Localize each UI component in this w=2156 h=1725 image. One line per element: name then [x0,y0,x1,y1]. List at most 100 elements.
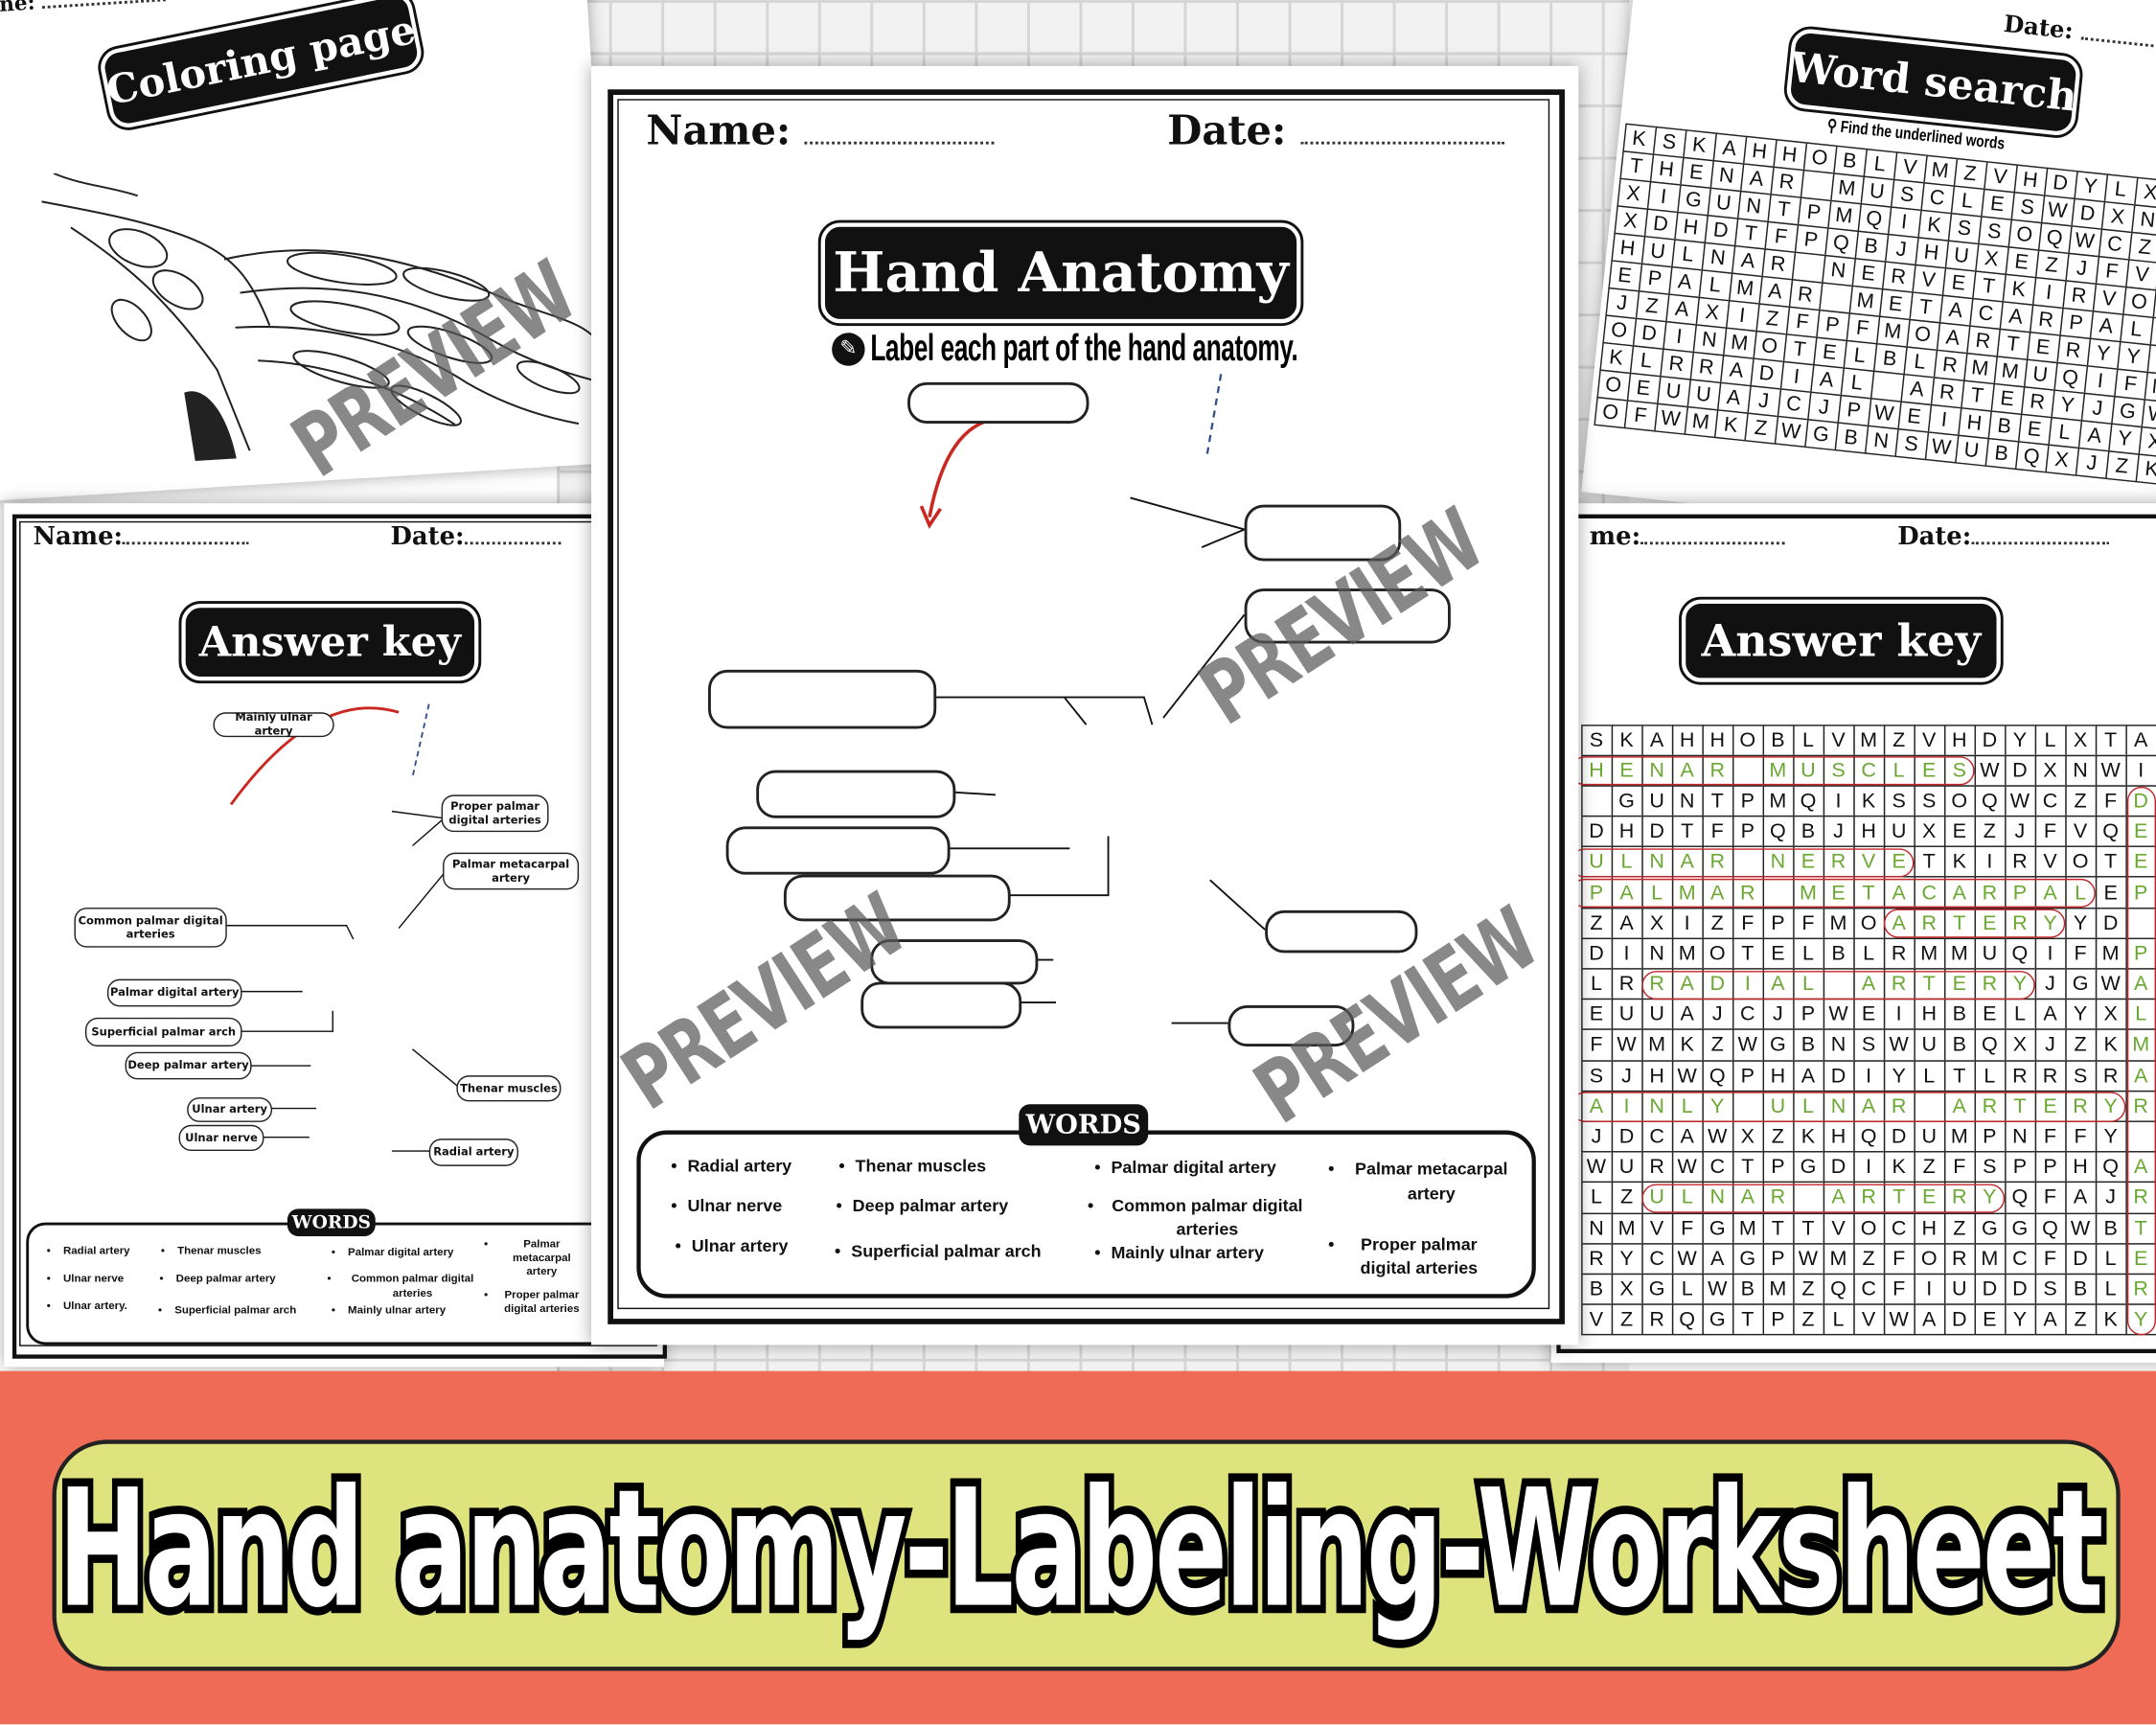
grid-cell: T [1732,1303,1764,1336]
grid-cell: R [1732,876,1764,908]
word-item: Palmar digital artery [332,1246,454,1258]
product-title: Hand anatomy-Labeling-Worksheet [53,1445,2109,1651]
sketch-shadow [184,391,237,461]
word-item: Deep palmar artery [836,1196,1008,1215]
grid-cell: R [1973,968,2006,1000]
grid-cell: A [2034,999,2067,1031]
grid-cell: Z [1883,724,1915,756]
grid-cell: M [1671,937,1704,970]
grid-cell: Q [2095,816,2127,848]
grid-cell: G [1640,1273,1673,1305]
grid-cell: D [2004,754,2036,787]
grid-cell: M [1761,785,1794,817]
key-label-palmar-digital-artery: Palmar digital artery [106,978,242,1007]
grid-cell: J [2034,968,2067,1000]
grid-cell: W [1973,754,2006,787]
grid-cell: D [1823,1151,1855,1184]
grid-cell: T [1671,816,1704,848]
grid-cell: X [2064,724,2097,756]
grid-cell: A [1701,876,1733,908]
grid-cell: U [1792,754,1824,787]
grid-cell: U [1640,1182,1673,1214]
grid-cell: D [1883,1120,1915,1153]
word-item: Ulnar artery [676,1236,789,1255]
grid-cell: I [1913,1273,1945,1305]
grid-cell: F [1701,816,1733,848]
grid-cell: H [1611,816,1643,848]
grid-cell: T [1732,937,1764,970]
magnifier-icon: ⚲ [1825,115,1839,136]
grid-cell: A [1611,907,1643,939]
grid-cell: L [1973,1059,2006,1092]
ulnar-arc-arrow [928,417,994,518]
grid-cell: Z [1743,411,1778,445]
grid-cell: T [1913,845,1945,879]
grid-cell: C [2034,785,2067,817]
grid-cell: Z [1852,1242,1885,1276]
grid-cell: A [1671,968,1704,1000]
grid-cell: W [1732,1028,1764,1062]
grid-cell: W [1883,1028,1915,1062]
grid-cell: R [1943,1182,1976,1214]
grid-cell: E [2124,845,2156,879]
grid-cell: H [1640,1059,1673,1092]
grid-cell: Y [2004,1303,2036,1336]
grid-cell: R [2034,1059,2067,1092]
grid-cell: D [1823,1059,1855,1092]
grid-cell: U [1973,937,2006,970]
grid-cell: W [1774,414,1809,448]
grid-cell: S [1580,1059,1613,1092]
grid-cell: U [1640,999,1673,1031]
grid-cell: Y [2034,907,2067,939]
grid-cell: X [2095,999,2127,1031]
grid-cell: D [2124,785,2156,817]
grid-cell [1761,876,1794,908]
grid-cell: H [1913,999,1945,1031]
grid-cell: J [2004,816,2036,848]
grid-cell: B [1580,1273,1613,1305]
grid-cell: S [1823,754,1855,787]
grid-cell [2124,907,2156,939]
key-label-ulnar-nerve: Ulnar nerve [178,1124,264,1152]
grid-cell: K [1671,1028,1704,1062]
label-blank-5 [756,770,956,818]
grid-cell: M [1852,724,1885,756]
grid-cell: R [2124,1273,2156,1305]
grid-cell: L [1671,1273,1704,1305]
answer-key-right-title: Answer key [1679,596,2004,685]
label-blank-7 [783,874,1011,922]
grid-cell: W [1792,1242,1824,1276]
grid-cell: K [2095,1028,2127,1062]
grid-cell: Q [1823,1273,1855,1305]
grid-cell: R [2004,907,2036,939]
grid-cell: D [1973,724,2006,756]
grid-cell: E [1973,1303,2006,1336]
grid-cell: F [1883,1273,1915,1305]
grid-cell: H [1701,724,1733,756]
grid-cell: A [1671,1120,1704,1153]
grid-cell: V [1852,845,1885,879]
grid-cell: T [1943,1059,1976,1092]
grid-cell: U [1883,816,1915,848]
answer-key-left-words-title: WORDS [287,1208,376,1237]
grid-cell: Z [1580,907,1613,939]
grid-cell: A [2034,1303,2067,1336]
title-pill [52,1439,2121,1671]
grid-cell: R [1943,1242,1976,1276]
grid-cell: T [1883,1182,1915,1214]
grid-cell: W [1701,1120,1733,1153]
grid-cell: Y [1883,1059,1915,1092]
grid-cell: L [1580,1182,1613,1214]
grid-cell: T [2095,845,2127,879]
coloring-page-sheet: ne: Coloring page [0,0,616,501]
grid-cell [2124,1120,2156,1153]
word-item: Superficial palmar arch [835,1242,1042,1261]
grid-cell: T [1943,907,1976,939]
grid-cell: N [1823,1028,1855,1062]
label-blank-6 [725,826,951,875]
grid-cell: A [1943,1090,1976,1122]
word-item: Proper palmar digital arteries [1328,1233,1493,1280]
grid-cell: T [1732,1151,1764,1184]
label-blank-4 [707,669,937,729]
grid-cell: L [1792,724,1824,756]
